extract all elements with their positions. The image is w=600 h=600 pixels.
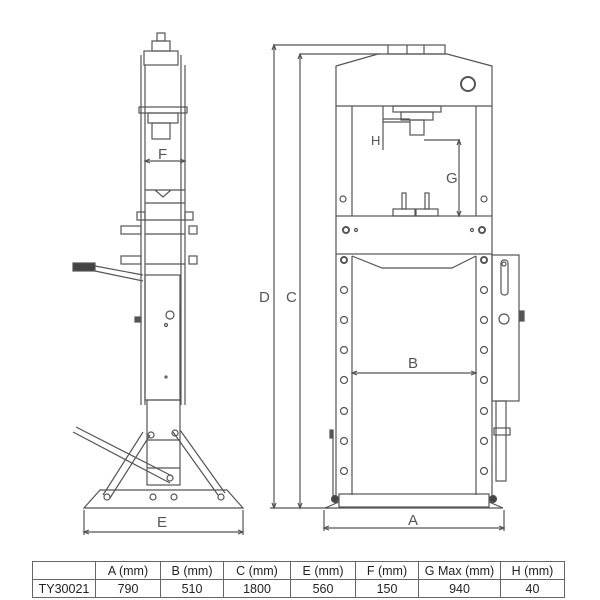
table-cell: 790 — [95, 579, 161, 598]
dimension-label-f: F — [158, 146, 168, 163]
table-header-cell: G Max (mm) — [418, 561, 501, 580]
table-cell: 150 — [355, 579, 419, 598]
table-header-cell: F (mm) — [355, 561, 419, 580]
dimension-label-b: B — [408, 355, 419, 372]
front-view — [270, 43, 525, 531]
specs-table: A (mm) B (mm) C (mm) E (mm) F (mm) G Max… — [32, 561, 565, 598]
table-header-cell: E (mm) — [290, 561, 356, 580]
dimension-label-c: C — [286, 289, 297, 306]
table-cell: 510 — [160, 579, 224, 598]
dimension-label-a: A — [408, 512, 419, 529]
table-header-cell: A (mm) — [95, 561, 161, 580]
table-header-cell: H (mm) — [500, 561, 565, 580]
table-row: TY30021 790 510 1800 560 150 940 40 — [32, 579, 565, 598]
table-header-cell — [32, 561, 96, 580]
table-cell: 940 — [418, 579, 501, 598]
side-view — [72, 32, 245, 535]
press-drawing — [72, 32, 525, 535]
table-cell: TY30021 — [32, 579, 96, 598]
table-cell: 40 — [500, 579, 565, 598]
dimension-label-d: D — [259, 289, 270, 306]
dimension-label-g: G — [446, 170, 458, 187]
table-cell: 1800 — [223, 579, 291, 598]
table-cell: 560 — [290, 579, 356, 598]
table-header-cell: B (mm) — [160, 561, 224, 580]
dimension-label-e: E — [157, 514, 168, 531]
dimension-label-h: H — [371, 133, 381, 148]
column-holes — [339, 285, 489, 476]
table-header-row: A (mm) B (mm) C (mm) E (mm) F (mm) G Max… — [32, 561, 565, 580]
table-header-cell: C (mm) — [223, 561, 291, 580]
